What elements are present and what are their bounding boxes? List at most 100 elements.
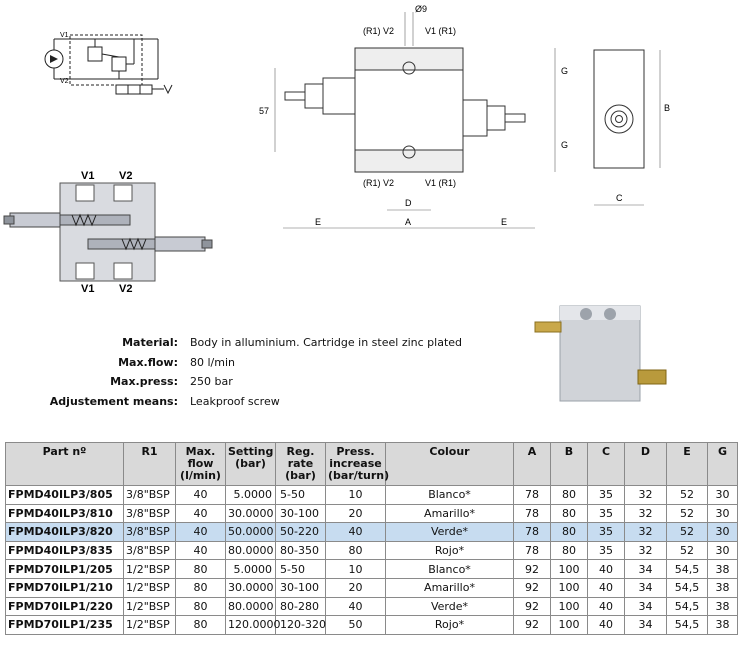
cell-e: 52	[666, 540, 708, 561]
cell-rate: 5-50	[275, 559, 326, 579]
table-row[interactable]: FPMD70ILP1/235 1/2"BSP 80 120.0000 120-3…	[5, 615, 738, 635]
cell-flow: 40	[175, 522, 226, 542]
dim-g-bottom-label: G	[561, 140, 568, 150]
dim-e-left-label: E	[315, 217, 321, 227]
cell-a: 92	[513, 615, 551, 635]
section-v2-top-label: V2	[119, 170, 132, 182]
spec-max-press: Max.press: 250 bar	[40, 372, 520, 392]
table-row[interactable]: FPMD70ILP1/205 1/2"BSP 80 5.0000 5-50 10…	[5, 559, 738, 579]
cell-e: 52	[666, 522, 708, 542]
hydraulic-schematic: V1 V2	[44, 32, 173, 95]
cell-rate: 5-50	[275, 485, 326, 505]
cell-g: 30	[707, 503, 738, 524]
cell-a: 78	[513, 503, 551, 524]
diameter-label: Ø9	[415, 4, 427, 14]
header-r1: R1	[123, 442, 176, 486]
cell-setting: 30.0000	[225, 503, 276, 524]
table-row[interactable]: FPMD40ILP3/835 3/8"BSP 40 80.0000 80-350…	[5, 540, 738, 561]
cell-d: 34	[624, 559, 667, 579]
dim-b-label: B	[664, 103, 670, 113]
header-d: D	[624, 442, 667, 486]
cell-increase: 80	[325, 540, 386, 561]
section-v1-top-label: V1	[81, 170, 94, 182]
cell-g: 38	[707, 577, 738, 598]
table-row[interactable]: FPMD70ILP1/220 1/2"BSP 80 80.0000 80-280…	[5, 596, 738, 617]
spec-label: Max.flow:	[118, 355, 178, 369]
cell-flow: 80	[175, 596, 226, 617]
cell-c: 35	[587, 522, 625, 542]
cell-increase: 20	[325, 577, 386, 598]
table-row[interactable]: FPMD40ILP3/805 3/8"BSP 40 5.0000 5-50 10…	[5, 485, 738, 505]
cell-part: FPMD40ILP3/805	[5, 485, 124, 505]
cell-g: 30	[707, 540, 738, 561]
cell-b: 100	[550, 577, 588, 598]
cell-c: 40	[587, 615, 625, 635]
front-view-drawing: Ø9 (R1) V2 V1 (R1) (R1) V2 V1 (R1) 57 G …	[259, 4, 568, 229]
table-row[interactable]: FPMD70ILP1/210 1/2"BSP 80 30.0000 30-100…	[5, 577, 738, 598]
header-part: Part nº	[5, 442, 124, 486]
top-r1-v2-label: (R1) V2	[363, 26, 394, 36]
table-row-selected[interactable]: FPMD40ILP3/820 3/8"BSP 40 50.0000 50-220…	[5, 522, 738, 542]
height-57-label: 57	[259, 106, 269, 116]
cell-r1: 1/2"BSP	[123, 615, 176, 635]
header-g: G	[707, 442, 738, 486]
cell-c: 40	[587, 577, 625, 598]
bottom-v1-r1-label: V1 (R1)	[425, 178, 456, 188]
cell-part: FPMD70ILP1/205	[5, 559, 124, 579]
cell-flow: 40	[175, 503, 226, 524]
top-v1-r1-label: V1 (R1)	[425, 26, 456, 36]
schematic-v1-label: V1	[60, 32, 69, 39]
cell-colour: Amarillo*	[385, 503, 514, 524]
cell-colour: Blanco*	[385, 485, 514, 505]
cell-g: 30	[707, 485, 738, 505]
dim-c-label: C	[616, 193, 623, 203]
cell-e: 54,5	[666, 615, 708, 635]
cell-d: 34	[624, 615, 667, 635]
cell-a: 78	[513, 540, 551, 561]
cell-increase: 40	[325, 522, 386, 542]
cell-setting: 80.0000	[225, 596, 276, 617]
cell-flow: 40	[175, 540, 226, 561]
cell-part: FPMD70ILP1/210	[5, 577, 124, 598]
cell-d: 34	[624, 596, 667, 617]
table-row[interactable]: FPMD40ILP3/810 3/8"BSP 40 30.0000 30-100…	[5, 503, 738, 524]
header-setting: Setting (bar)	[225, 442, 276, 486]
header-a: A	[513, 442, 551, 486]
cell-rate: 80-280	[275, 596, 326, 617]
cell-d: 32	[624, 522, 667, 542]
cell-part: FPMD70ILP1/220	[5, 596, 124, 617]
cell-g: 38	[707, 615, 738, 635]
header-b: B	[550, 442, 588, 486]
cell-setting: 5.0000	[225, 485, 276, 505]
cell-c: 35	[587, 503, 625, 524]
cell-part: FPMD40ILP3/835	[5, 540, 124, 561]
cell-colour: Verde*	[385, 522, 514, 542]
product-photo	[534, 305, 667, 402]
spec-label: Material:	[122, 336, 178, 349]
cell-c: 40	[587, 559, 625, 579]
spec-value: Leakproof screw	[190, 394, 280, 408]
header-e: E	[666, 442, 708, 486]
spec-value: 250 bar	[190, 375, 233, 389]
header-flow: Max. flow (l/min)	[175, 442, 226, 486]
cell-d: 32	[624, 485, 667, 505]
cell-r1: 1/2"BSP	[123, 596, 176, 617]
dim-d-label: D	[405, 198, 412, 208]
spec-max-flow: Max.flow: 80 l/min	[40, 353, 520, 373]
cell-r1: 1/2"BSP	[123, 577, 176, 598]
cell-increase: 20	[325, 503, 386, 524]
cell-e: 54,5	[666, 577, 708, 598]
cell-rate: 120-320	[275, 615, 326, 635]
cell-e: 54,5	[666, 559, 708, 579]
cell-r1: 3/8"BSP	[123, 522, 176, 542]
cell-d: 34	[624, 577, 667, 598]
cell-e: 52	[666, 503, 708, 524]
dim-e-right-label: E	[501, 217, 507, 227]
valve-cross-section: V1 V2 V1 V2	[3, 170, 213, 295]
cell-part: FPMD40ILP3/820	[5, 522, 124, 542]
cell-d: 32	[624, 540, 667, 561]
cell-r1: 3/8"BSP	[123, 485, 176, 505]
cell-rate: 30-100	[275, 577, 326, 598]
cell-b: 80	[550, 503, 588, 524]
cell-setting: 5.0000	[225, 559, 276, 579]
